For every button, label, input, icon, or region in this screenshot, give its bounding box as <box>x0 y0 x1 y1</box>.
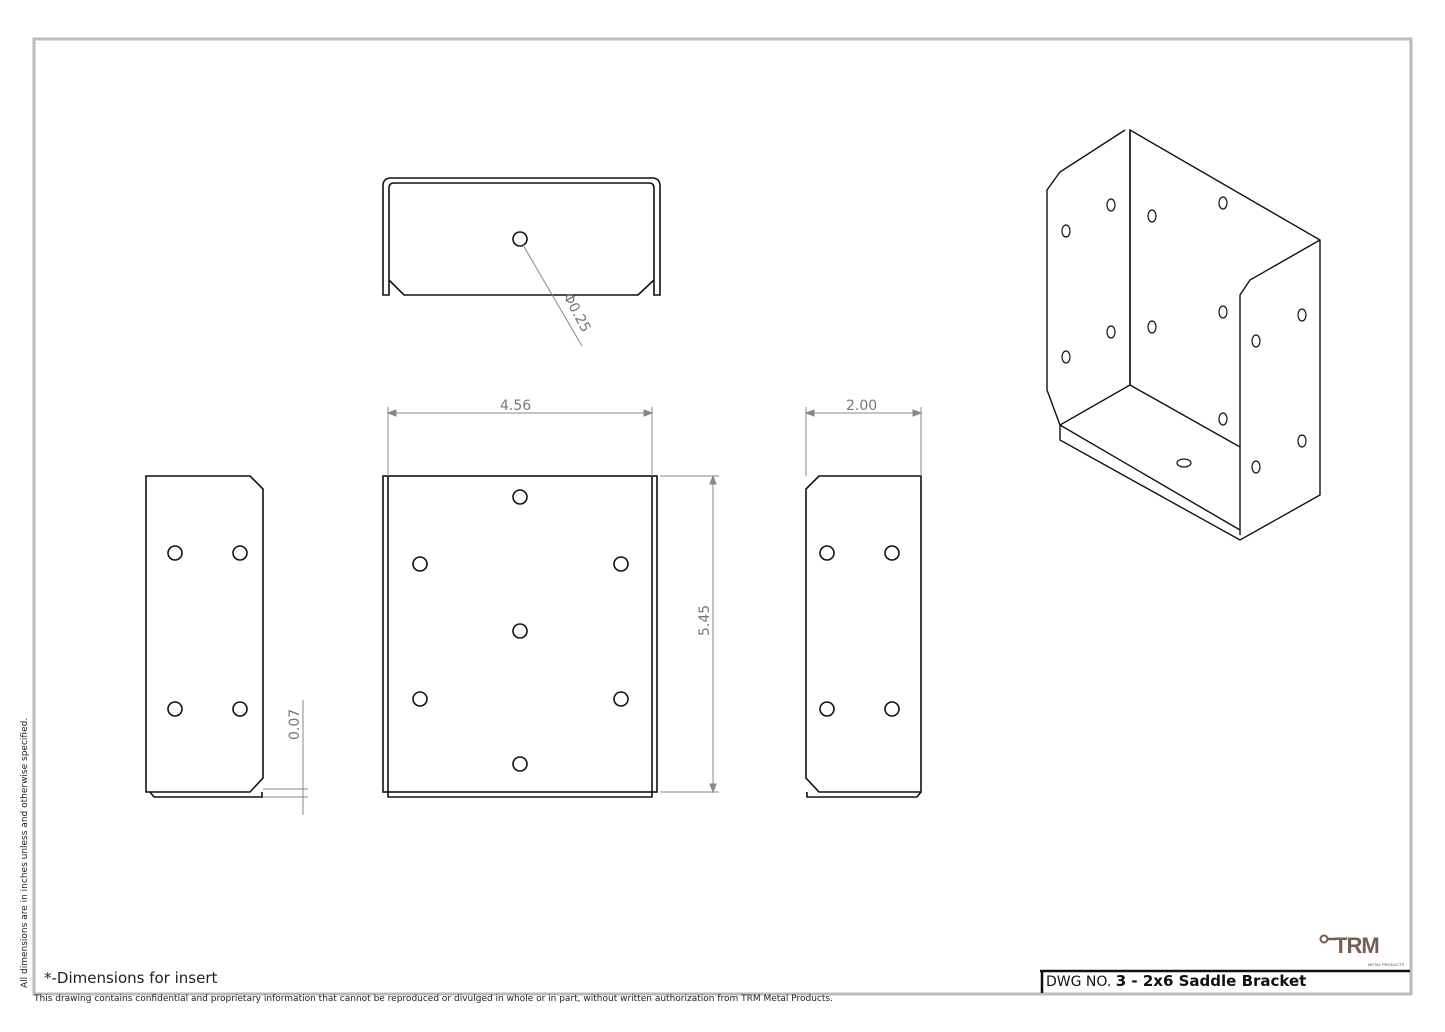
right-side-view <box>805 475 922 798</box>
top-view <box>382 177 661 296</box>
height-dimension <box>660 474 719 794</box>
dwg-title: 3 - 2x6 Saddle Bracket <box>1115 972 1307 990</box>
trm-logo: TRM METAL PRODUCTS <box>1319 933 1405 967</box>
width-dimension <box>386 407 654 476</box>
confidentiality-notice: This drawing contains confidential and p… <box>34 994 833 1004</box>
front-view <box>382 475 658 798</box>
logo-subtext: METAL PRODUCTS <box>1368 962 1405 967</box>
units-note: All dimensions are in inches unless and … <box>20 717 30 988</box>
drawing-number: DWG NO. 3 - 2x6 Saddle Bracket <box>1046 972 1306 991</box>
width-label: 4.56 <box>500 398 531 414</box>
sheet-border <box>32 37 1413 996</box>
hole-diameter-label: Φ0.25 <box>559 290 593 335</box>
thickness-label: 0.07 <box>287 709 303 740</box>
title-block-frame <box>1040 969 1410 993</box>
hole-diameter-dimension <box>522 244 583 347</box>
thickness-dimension <box>263 700 308 815</box>
isometric-view <box>1046 128 1321 541</box>
height-label: 5.45 <box>697 605 713 636</box>
logo-text: TRM <box>1334 933 1379 958</box>
depth-dimension <box>804 407 923 476</box>
depth-label: 2.00 <box>846 398 877 414</box>
insert-note: *-Dimensions for insert <box>44 969 218 987</box>
hole <box>512 231 528 247</box>
dwg-label: DWG NO. <box>1046 974 1112 990</box>
left-side-view <box>145 475 264 798</box>
